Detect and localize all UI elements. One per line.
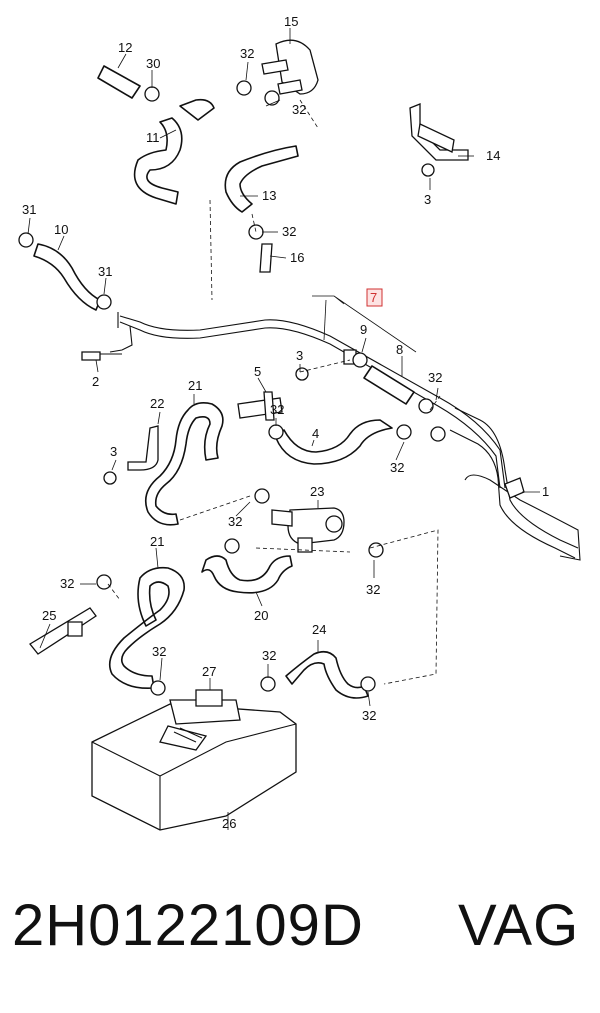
connector-16 — [259, 243, 273, 273]
callout-12: 12 — [118, 40, 132, 55]
hose-11 — [133, 98, 215, 205]
callout-32: 32 — [366, 582, 380, 597]
callout-25: 25 — [42, 608, 56, 623]
callout-3: 3 — [110, 444, 117, 459]
callout-8: 8 — [396, 342, 403, 357]
callout-32: 32 — [240, 46, 254, 61]
hose-21-lower — [108, 566, 185, 690]
callout-23: 23 — [310, 484, 324, 499]
exploded-parts-diagram: 15 12 30 32 32 11 14 13 3 31 10 32 16 31… — [18, 14, 581, 831]
callout-5: 5 — [254, 364, 261, 379]
callout-27: 27 — [202, 664, 216, 679]
hose-8 — [363, 365, 415, 405]
callout-24: 24 — [312, 622, 326, 637]
callout-9: 9 — [360, 322, 367, 337]
connector-15 — [261, 39, 319, 95]
callout-26: 26 — [222, 816, 236, 831]
callout-11: 11 — [146, 130, 160, 145]
callout-32: 32 — [60, 576, 74, 591]
callout-21: 21 — [150, 534, 164, 549]
callout-13: 13 — [262, 188, 276, 203]
holder-25 — [29, 607, 97, 655]
callout-3: 3 — [424, 192, 431, 207]
connector-27 — [159, 689, 241, 751]
coolant-pipe — [117, 312, 581, 561]
callout-32: 32 — [282, 224, 296, 239]
hose-10 — [33, 243, 101, 311]
hose-24 — [285, 650, 369, 699]
callout-32: 32 — [390, 460, 404, 475]
callout-32: 32 — [152, 644, 166, 659]
callout-21: 21 — [188, 378, 202, 393]
callout-1: 1 — [542, 484, 549, 499]
bracket-22 — [127, 425, 159, 471]
leader-lines — [27, 28, 540, 830]
callout-4: 4 — [312, 426, 319, 441]
callout-20: 20 — [254, 608, 268, 623]
callout-15: 15 — [284, 14, 298, 29]
callout-32: 32 — [262, 648, 276, 663]
callout-32: 32 — [362, 708, 376, 723]
callout-32: 32 — [270, 402, 284, 417]
callout-32: 32 — [228, 514, 242, 529]
callout-30: 30 — [146, 56, 160, 71]
callout-31: 31 — [22, 202, 36, 217]
hose-20 — [201, 555, 293, 594]
callout-3: 3 — [296, 348, 303, 363]
hose-21-upper — [144, 402, 224, 526]
connector-5 — [237, 391, 283, 421]
hose-4 — [275, 419, 393, 465]
callout-32: 32 — [428, 370, 442, 385]
part-number: 2H0122109D — [12, 893, 364, 958]
bracket-14 — [409, 103, 469, 161]
mounting-bracket — [81, 325, 133, 361]
callout-32: 32 — [292, 102, 306, 117]
clamps — [18, 80, 446, 696]
callout-7-highlighted: 7 — [370, 290, 377, 305]
hose-12 — [97, 65, 141, 99]
callout-31: 31 — [98, 264, 112, 279]
hose-13 — [224, 145, 299, 213]
assembly-lines — [107, 99, 441, 685]
callout-14: 14 — [486, 148, 500, 163]
highlight-box — [366, 288, 383, 307]
coolant-pump-23 — [271, 507, 345, 553]
callout-2: 2 — [92, 374, 99, 389]
callout-22: 22 — [150, 396, 164, 411]
callout-labels: 15 12 30 32 32 11 14 13 3 31 10 32 16 31… — [22, 14, 549, 831]
brand-label: VAG — [458, 893, 580, 958]
callout-16: 16 — [290, 250, 304, 265]
callout-10: 10 — [54, 222, 68, 237]
